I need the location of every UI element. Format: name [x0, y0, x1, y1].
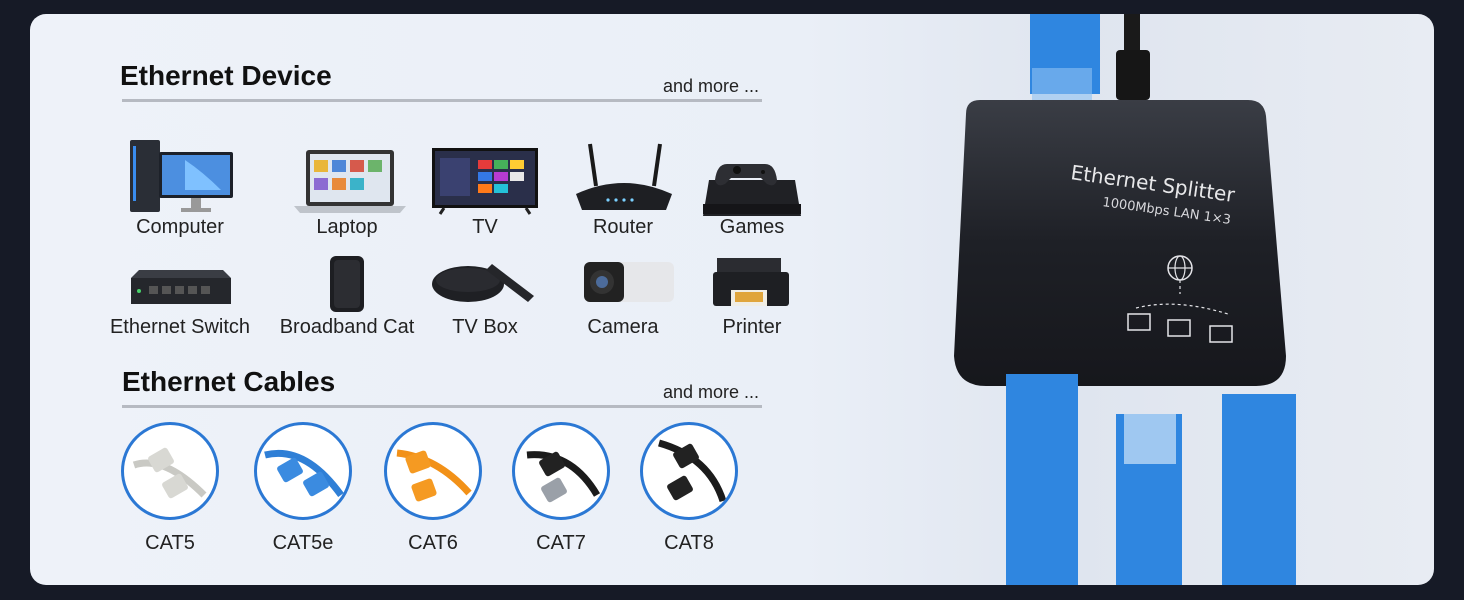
device-label: Camera	[587, 316, 659, 338]
cable-cat7: CAT7	[501, 422, 621, 555]
cable-cat5: CAT5	[110, 422, 230, 555]
device-label: Broadband Cat	[279, 316, 415, 338]
cables-and-more: and more ...	[663, 382, 760, 402]
device-games: Games	[677, 138, 827, 239]
laptop-icon	[292, 138, 406, 213]
cable-cat5e: CAT5e	[243, 422, 363, 555]
devices-and-more: and more ...	[663, 76, 760, 96]
device-label: TV	[472, 216, 498, 238]
splitter-illustration: Ethernet Splitter 1000Mbps LAN 1×3	[910, 14, 1330, 585]
camera-icon	[568, 254, 678, 310]
switch-icon	[125, 254, 235, 310]
device-camera: Camera	[548, 254, 698, 339]
device-label: Laptop	[316, 216, 378, 238]
cables-divider	[122, 405, 762, 408]
cable-label: CAT7	[536, 532, 586, 554]
device-label: Router	[592, 216, 654, 238]
cat8-cable-icon	[640, 422, 738, 520]
router-icon	[568, 138, 678, 210]
device-label: Printer	[722, 316, 782, 338]
devices-section-title: Ethernet Device	[120, 60, 332, 91]
cat6-cable-icon	[384, 422, 482, 520]
cat5e-cable-icon	[254, 422, 352, 520]
printer-icon	[697, 254, 807, 310]
device-ethernet-switch: Ethernet Switch	[105, 254, 255, 339]
cable-cat8: CAT8	[629, 422, 749, 555]
device-computer: Computer	[105, 138, 255, 239]
cable-label: CAT8	[664, 532, 714, 554]
game-console-icon	[697, 138, 807, 216]
device-tv-box: TV Box	[410, 254, 560, 339]
device-printer: Printer	[677, 254, 827, 339]
product-banner: Ethernet Device and more ... Computer	[30, 14, 1434, 585]
device-label: Computer	[136, 216, 224, 238]
device-laptop: Laptop	[272, 138, 422, 239]
device-label: Games	[719, 216, 785, 238]
cable-label: CAT5	[145, 532, 195, 554]
cat7-cable-icon	[512, 422, 610, 520]
cable-label: CAT6	[408, 532, 458, 554]
device-label: TV Box	[452, 316, 518, 338]
computer-icon	[125, 138, 235, 212]
cable-cat6: CAT6	[373, 422, 493, 555]
devices-divider	[122, 99, 762, 102]
tv-icon	[430, 138, 540, 215]
device-label: Ethernet Switch	[109, 316, 251, 338]
cat5-cable-icon	[121, 422, 219, 520]
device-broadband-cat: Broadband Cat	[272, 254, 422, 339]
splitter-device-icon: Ethernet Splitter 1000Mbps LAN 1×3	[954, 14, 1296, 585]
device-router: Router	[548, 138, 698, 239]
modem-icon	[292, 254, 402, 312]
cable-label: CAT5e	[272, 532, 334, 554]
cables-section-title: Ethernet Cables	[122, 366, 336, 397]
tv-box-icon	[430, 254, 540, 310]
device-tv: TV	[410, 138, 560, 239]
